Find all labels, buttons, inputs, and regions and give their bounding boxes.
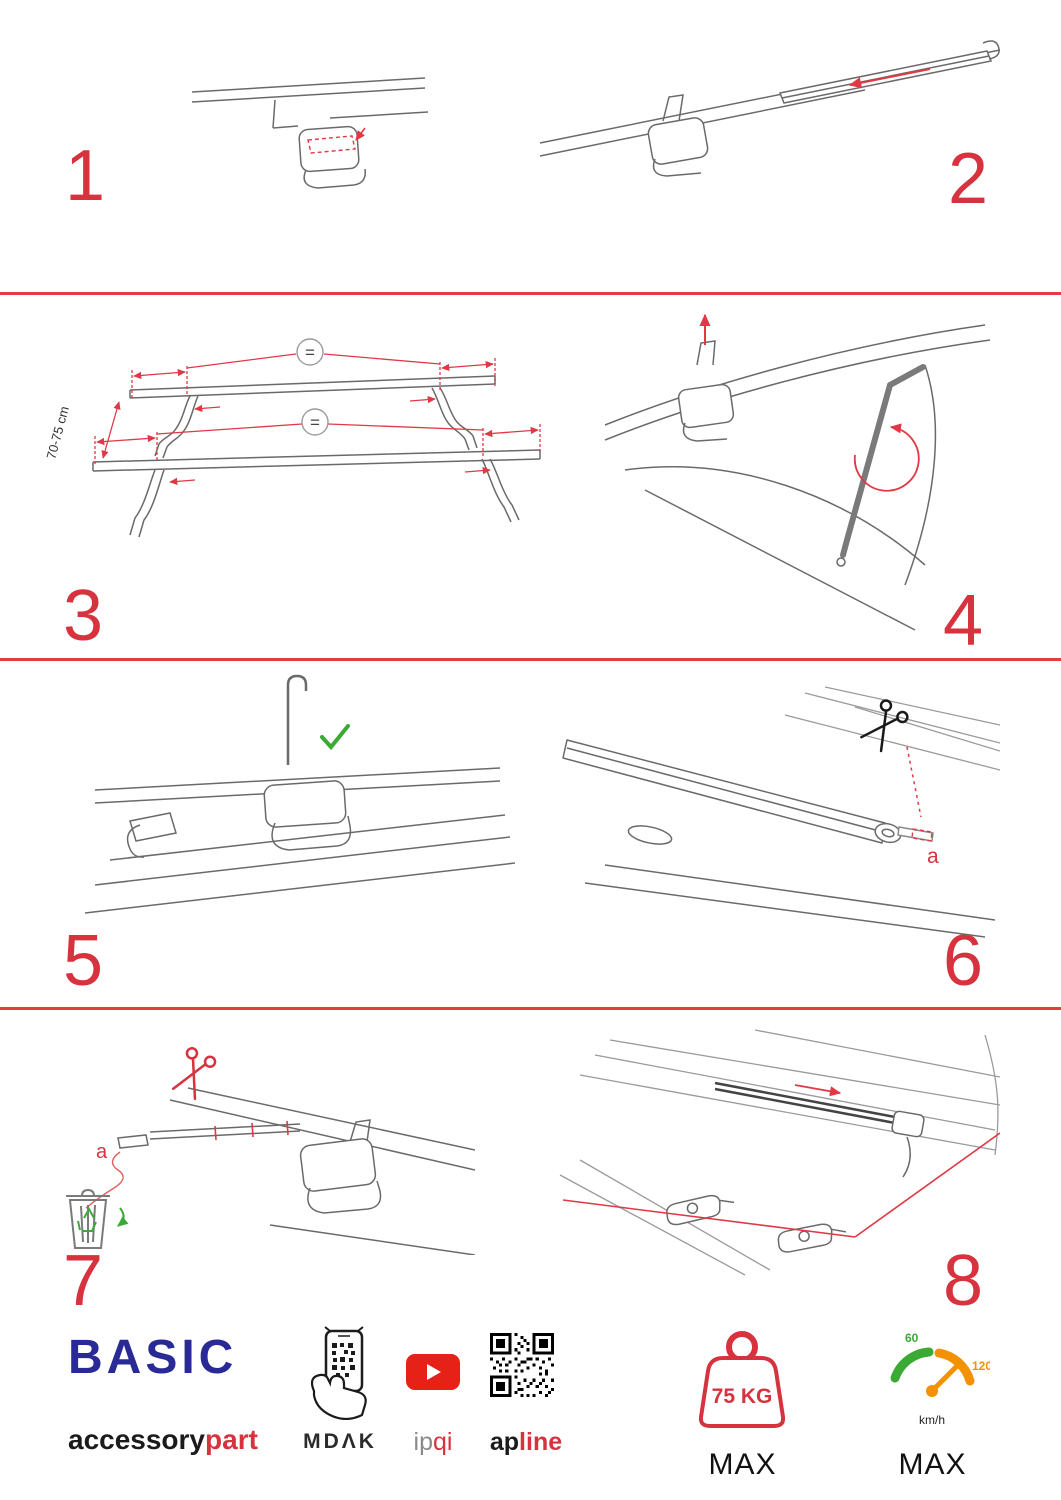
logo-apline-red: line <box>519 1428 563 1456</box>
cut-line <box>906 746 922 818</box>
logo-apline-dark: ap <box>489 1428 520 1456</box>
logo-ipqi-red: qi <box>433 1428 453 1456</box>
brand-subtitle-red: part <box>205 1424 258 1455</box>
step-7-number: 7 <box>63 1241 104 1321</box>
step-6-illustration: a <box>562 686 1000 938</box>
brand-subtitle-black: accessory <box>68 1424 206 1455</box>
bar-distance-dimension: 70-75 cm <box>43 405 72 461</box>
insert-strip-arrow <box>794 1084 842 1097</box>
step-8-illustration <box>559 1029 1000 1276</box>
logo-ipqi: ipqi <box>398 1428 468 1457</box>
step-4-number: 4 <box>943 581 984 661</box>
scissors-icon <box>171 1047 217 1101</box>
section-divider <box>0 658 1061 661</box>
foot-clamp <box>666 1194 847 1253</box>
equal-sign-top: = <box>305 343 315 362</box>
step-1-illustration <box>191 77 429 189</box>
tighten-rotation-arrow <box>853 423 920 492</box>
strip-cut-highlight <box>911 828 933 842</box>
step-3-illustration: = = 70-75 cm <box>43 338 541 538</box>
brand-subtitle: accessorypart <box>68 1424 258 1456</box>
discard-curl-line <box>85 1151 124 1209</box>
fixing-pin <box>286 674 308 765</box>
step-2-number: 2 <box>948 139 989 219</box>
qr-code <box>490 1333 554 1397</box>
weight-value: 75 KG <box>712 1385 773 1408</box>
equal-sign-bottom: = <box>310 413 320 432</box>
strip-label-a: a <box>927 845 939 868</box>
logo-mdak: MDΛK <box>303 1430 377 1453</box>
speed-unit-label: km/h <box>919 1413 945 1427</box>
equal-circle-bottom <box>301 408 329 436</box>
recycle-icon <box>77 1206 129 1232</box>
step-1-number: 1 <box>65 136 106 216</box>
speedometer-icon: 60 120 km/h <box>890 1331 990 1427</box>
step-5-number: 5 <box>63 921 104 1001</box>
alignment-guides <box>562 1132 1000 1238</box>
step-6-number: 6 <box>943 921 984 1001</box>
weight-icon: 75 KG <box>698 1331 786 1428</box>
slide-direction-arrow <box>848 68 931 89</box>
brand-title: BASIC <box>68 1331 238 1384</box>
step-4-illustration <box>604 313 991 631</box>
speed-high-label: 120 <box>972 1359 990 1373</box>
cut-marks <box>214 1120 289 1141</box>
rubber-pad-highlight <box>307 135 356 154</box>
scissors-icon <box>860 699 909 753</box>
phone-qr-icon <box>310 1326 367 1420</box>
step-7-illustration: a <box>66 1047 475 1255</box>
step-5-illustration <box>84 674 515 914</box>
step-3-number: 3 <box>63 576 104 656</box>
allen-key-icon <box>840 364 926 558</box>
speed-max-label: MAX <box>898 1448 967 1481</box>
logo-ipqi-gray: ip <box>413 1428 433 1456</box>
step-8-number: 8 <box>943 1241 984 1321</box>
rubber-strip <box>714 1081 896 1125</box>
section-divider <box>0 292 1061 295</box>
equal-circle-top <box>296 338 324 366</box>
strip-label-a: a <box>96 1141 108 1163</box>
check-icon <box>320 724 350 751</box>
speed-low-label: 60 <box>905 1331 919 1345</box>
logo-apline: apline <box>480 1428 572 1457</box>
section-divider <box>0 1007 1061 1010</box>
step-2-illustration <box>539 40 1001 177</box>
trash-bin-icon <box>66 1188 110 1249</box>
youtube-icon <box>406 1354 460 1390</box>
weight-max-label: MAX <box>708 1448 777 1481</box>
